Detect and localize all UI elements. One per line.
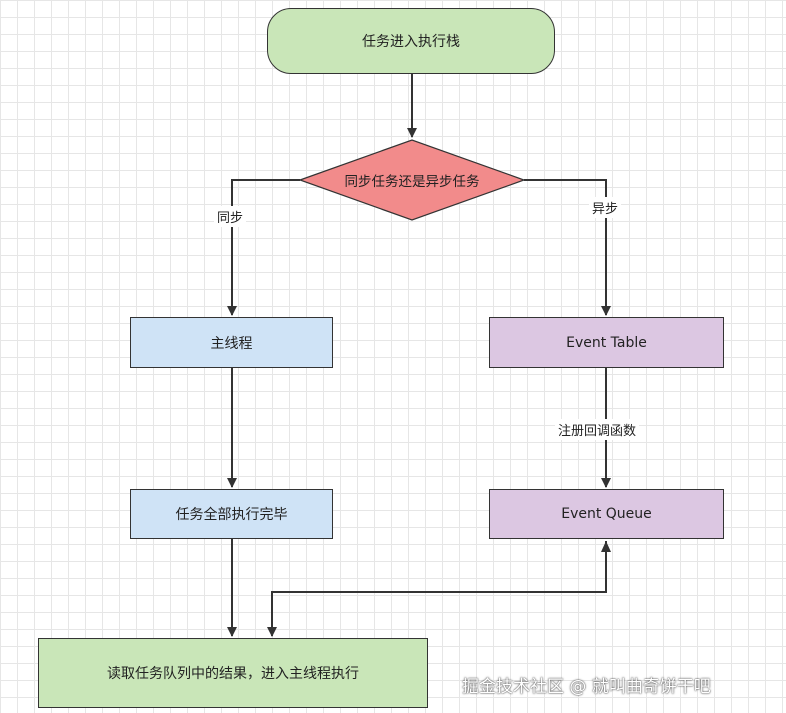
event-table-node-label: Event Table	[566, 334, 647, 351]
edge-decision-to-event-table	[524, 179, 611, 316]
start-node: 任务进入执行栈	[267, 8, 555, 74]
event-queue-node-label: Event Queue	[561, 506, 652, 522]
edge-label-sync: 同步	[214, 206, 247, 227]
main-thread-node-label: 主线程	[210, 335, 253, 352]
watermark: 掘金技术社区 @ 就叫曲奇饼干吧	[462, 677, 711, 697]
edge-read-queue-to-event-queue-arrowhead	[601, 541, 611, 552]
edge-label-register-callback: 注册回调函数	[555, 419, 640, 440]
decision-node-label: 同步任务还是异步任务	[300, 140, 524, 220]
read-queue-node: 读取任务队列中的结果，进入主线程执行	[38, 638, 428, 708]
edge-decision-to-main-thread	[227, 179, 300, 316]
edge-event-queue-to-read-queue	[267, 541, 607, 637]
event-table-node: Event Table	[489, 317, 724, 368]
edge-label-async: 异步	[589, 197, 622, 218]
event-queue-node: Event Queue	[489, 489, 724, 539]
main-thread-node: 主线程	[130, 317, 333, 368]
start-node-label: 任务进入执行栈	[362, 34, 460, 50]
main-done-node: 任务全部执行完毕	[130, 489, 333, 539]
main-done-node-label: 任务全部执行完毕	[175, 507, 288, 523]
read-queue-node-label: 读取任务队列中的结果，进入主线程执行	[107, 666, 359, 682]
decision-node-text: 同步任务还是异步任务	[344, 174, 480, 190]
